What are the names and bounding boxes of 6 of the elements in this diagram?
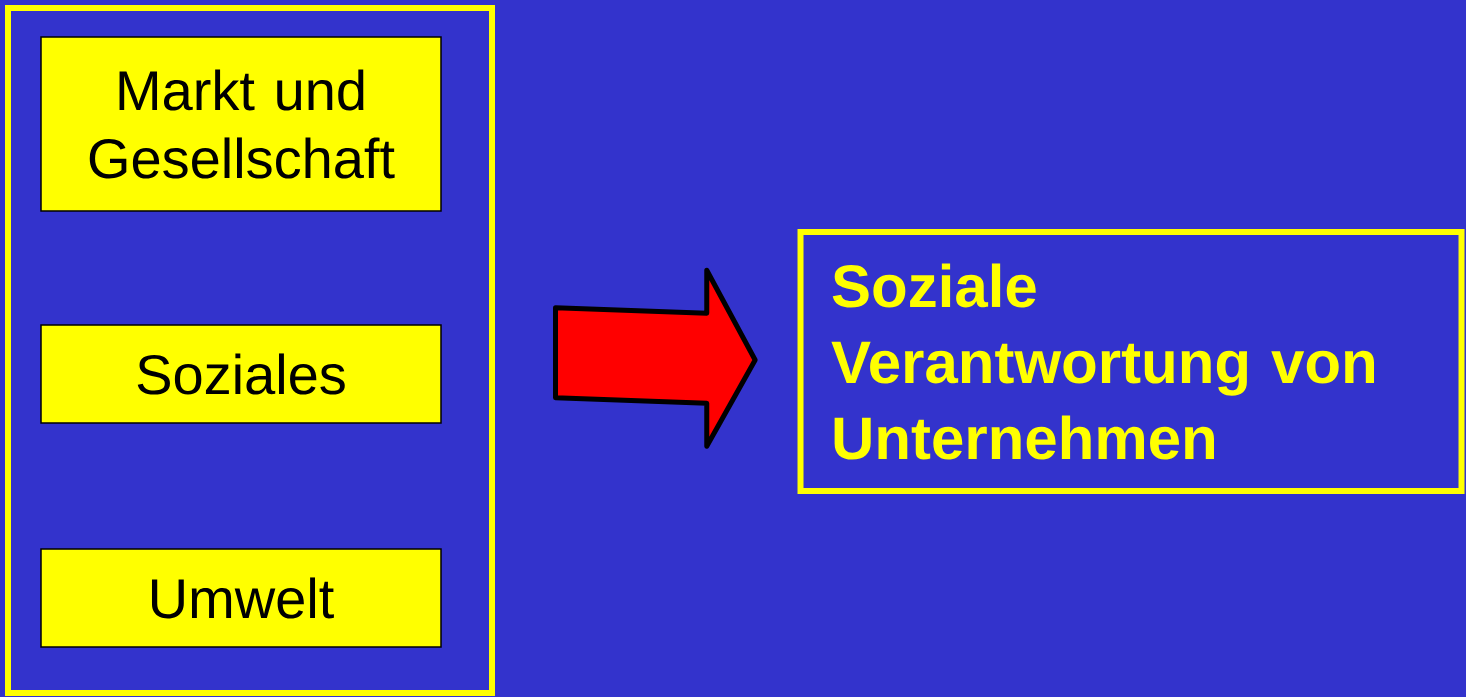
label-box: Umwelt	[40, 548, 442, 648]
frame-box	[5, 5, 495, 696]
label-box: Soziales	[40, 324, 442, 424]
block-arrow	[553, 267, 758, 449]
result-box: Soziale Verantwortung von Unternehmen	[797, 229, 1465, 494]
label-box: Markt und Gesellschaft	[40, 36, 442, 212]
